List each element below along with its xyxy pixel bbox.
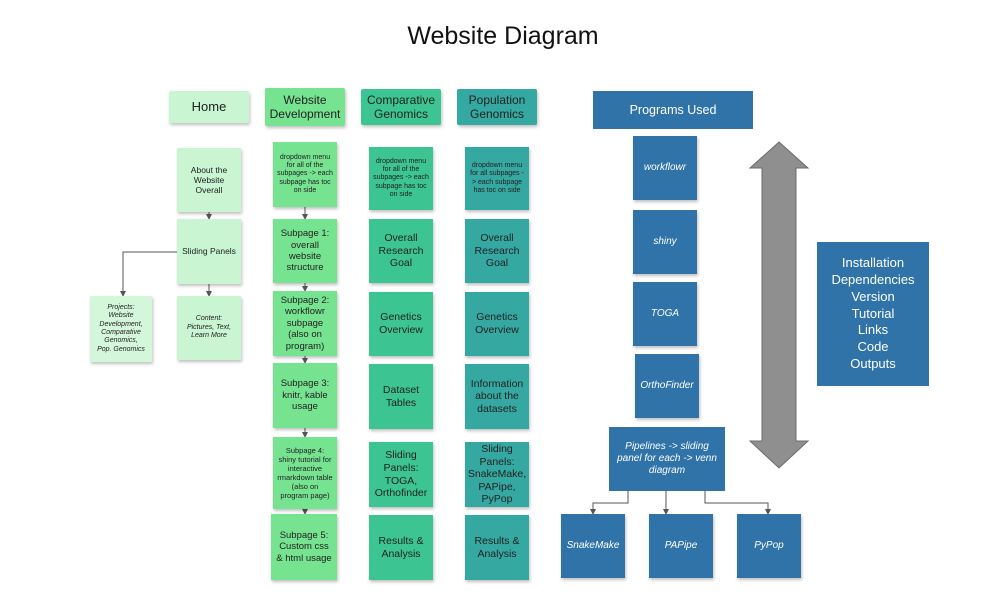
connector-pipelines-snakemake <box>590 491 629 515</box>
web-item-subpage-4: Subpage 4: shiny tutorial for interactiv… <box>273 437 337 509</box>
program-shiny: shiny <box>633 210 697 274</box>
pop-item-datasets-info: Information about the datasets <box>465 364 529 429</box>
connector-sliding-projects <box>120 251 177 297</box>
double-headed-arrow <box>748 141 810 469</box>
home-content-note: Content: Pictures, Text, Learn More <box>177 296 241 360</box>
comparative-genomics-header: Comparative Genomics <box>361 89 441 125</box>
comp-item-research-goal: Overall Research Goal <box>369 219 433 283</box>
pipeline-pypop: PyPop <box>737 514 801 578</box>
comp-item-dataset-tables: Dataset Tables <box>369 364 433 429</box>
comp-item-dropdown: dropdown menu for all of the subpages ->… <box>369 147 433 210</box>
web-item-dropdown: dropdown menu for all of the subpages ->… <box>273 142 337 207</box>
web-item-subpage-1: Subpage 1: overall website structure <box>273 219 337 283</box>
pop-item-genetics-overview: Genetics Overview <box>465 292 529 356</box>
comp-item-sliding-panels: Sliding Panels: TOGA, Orthofinder <box>369 442 433 507</box>
pipeline-papipe: PAPipe <box>649 514 713 578</box>
pop-item-results: Results & Analysis <box>465 515 529 580</box>
web-item-subpage-3: Subpage 3: knitr, kable usage <box>273 363 337 428</box>
program-toga: TOGA <box>633 282 697 346</box>
home-item-sliding-panels: Sliding Panels <box>177 219 241 284</box>
program-workflowr: workflowr <box>633 136 697 200</box>
website-development-header: Website Development <box>265 88 345 126</box>
pipeline-snakemake: SnakeMake <box>561 514 625 578</box>
web-item-subpage-5: Subpage 5: Custom css & html usage <box>271 514 337 580</box>
web-item-subpage-2: Subpage 2: workflowr subpage (also on pr… <box>273 291 337 356</box>
connector-pipelines-pypop <box>704 491 771 515</box>
pipelines-box: Pipelines -> sliding panel for each -> v… <box>609 427 725 491</box>
program-info-box: Installation Dependencies Version Tutori… <box>817 242 929 386</box>
pop-item-dropdown: dropdown menu for all subpages -> each s… <box>465 147 529 210</box>
home-header: Home <box>169 91 249 123</box>
programs-used-header: Programs Used <box>593 91 753 129</box>
home-projects-note: Projects: Website Development, Comparati… <box>90 296 152 362</box>
diagram-title: Website Diagram <box>407 22 599 50</box>
program-orthofinder: OrthoFinder <box>635 354 699 418</box>
home-item-about: About the Website Overall <box>177 148 241 212</box>
population-genomics-header: Population Genomics <box>457 89 537 125</box>
comp-item-genetics-overview: Genetics Overview <box>369 292 433 356</box>
pop-item-sliding-panels: Sliding Panels: SnakeMake, PAPipe, PyPop <box>465 442 529 507</box>
pop-item-research-goal: Overall Research Goal <box>465 219 529 283</box>
comp-item-results: Results & Analysis <box>369 515 433 580</box>
